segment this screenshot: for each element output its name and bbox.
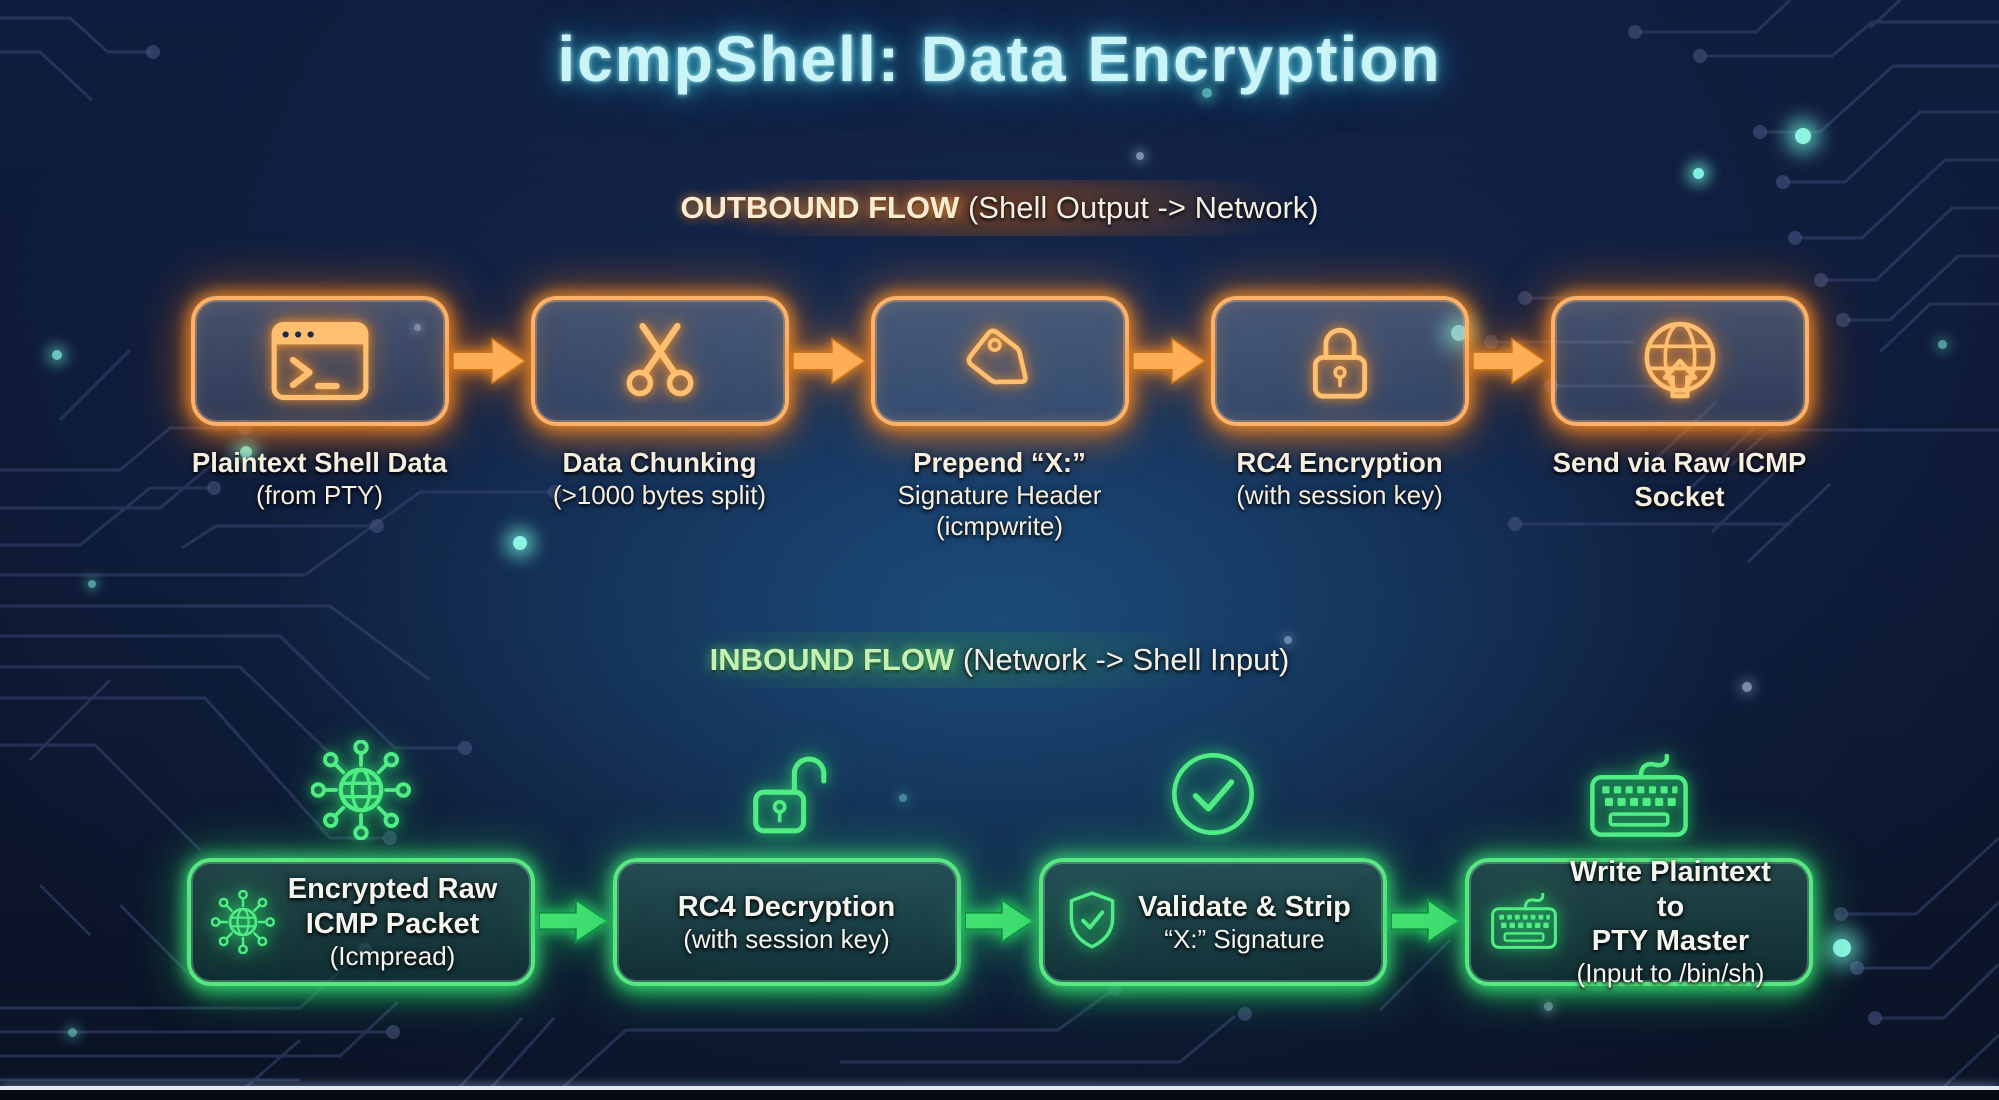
step-data-chunking: Data Chunking (>1000 bytes split): [530, 296, 789, 511]
outbound-flow-label: OUTBOUND FLOW: [680, 190, 960, 225]
glow-dot: [1693, 168, 1704, 179]
keyboard-icon: [1489, 893, 1559, 951]
inbound-flow-label: INBOUND FLOW: [709, 642, 955, 677]
step-rc4-decryption: RC4 Decryption (with session key): [612, 858, 961, 986]
step-encrypted-raw-icmp-packet: Encrypted Raw ICMP Packet (Icmpread): [186, 858, 535, 986]
step-label: Send via Raw ICMP Socket: [1552, 447, 1807, 512]
outbound-flow-header-halo: OUTBOUND FLOW (Shell Output -> Network): [634, 180, 1365, 236]
keyboard-icon: [1587, 754, 1691, 840]
shield-check-icon: [1063, 889, 1121, 955]
inbound-flow-detail: (Network -> Shell Input): [954, 642, 1290, 677]
outbound-flow-header: OUTBOUND FLOW (Shell Output -> Network): [0, 180, 1999, 236]
inbound-row: Encrypted Raw ICMP Packet (Icmpread) RC4…: [0, 856, 1999, 988]
inbound-flow-header: INBOUND FLOW (Network -> Shell Input): [0, 632, 1999, 688]
step-box-send-raw-icmp: [1550, 296, 1809, 426]
step-write-plaintext-pty: Write Plaintext to PTY Master (Input to …: [1464, 856, 1813, 988]
open-padlock-icon: [741, 748, 833, 840]
step-label: Data Chunking (>1000 bytes split): [552, 447, 767, 510]
step-box-prepend-signature: [870, 296, 1129, 426]
step-box-encrypted-raw-icmp-packet: Encrypted Raw ICMP Packet (Icmpread): [186, 858, 535, 986]
step-plaintext-shell-data: Plaintext Shell Data (from PTY): [190, 296, 449, 511]
outbound-row: Plaintext Shell Data (from PTY) Data Chu…: [0, 296, 1999, 543]
glow-dot: [88, 580, 96, 588]
glow-dot: [1136, 152, 1144, 160]
terminal-window-icon: [270, 320, 370, 402]
step-box-rc4-decryption: RC4 Decryption (with session key): [612, 858, 961, 986]
scissors-icon: [616, 317, 704, 405]
flow-arrow-icon: [449, 333, 531, 389]
step-box-rc4-encryption: [1210, 296, 1469, 426]
tag-icon: [955, 316, 1045, 406]
bottom-divider: [0, 1086, 1999, 1090]
step-box-write-plaintext-pty: Write Plaintext to PTY Master (Input to …: [1464, 856, 1813, 988]
network-globe-icon: [311, 740, 411, 840]
glow-dot: [1544, 1002, 1553, 1011]
flow-arrow-icon: [789, 333, 871, 389]
network-globe-icon: [211, 890, 275, 954]
check-circle-icon: [1167, 748, 1259, 840]
page-title: icmpShell: Data Encryption: [557, 23, 1442, 95]
step-box-plaintext-shell-data: [190, 296, 449, 426]
padlock-icon: [1303, 317, 1377, 405]
globe-upload-icon: [1634, 315, 1726, 407]
inbound-flow-header-halo: INBOUND FLOW (Network -> Shell Input): [663, 632, 1336, 688]
outbound-flow-detail: (Shell Output -> Network): [959, 190, 1319, 225]
step-prepend-signature: Prepend “X:” Signature Header (icmpwrite…: [870, 296, 1129, 543]
bottom-strip: [0, 1090, 1999, 1100]
step-rc4-encryption: RC4 Encryption (with session key): [1210, 296, 1469, 511]
glow-dot: [68, 1028, 77, 1037]
flow-arrow-icon: [1469, 333, 1551, 389]
flow-arrow-icon: [535, 894, 613, 948]
step-validate-strip-signature: Validate & Strip “X:” Signature: [1038, 858, 1387, 986]
flow-arrow-icon: [1129, 333, 1211, 389]
step-box-data-chunking: [530, 296, 789, 426]
flow-arrow-icon: [961, 894, 1039, 948]
glow-dot: [899, 794, 907, 802]
flow-arrow-icon: [1387, 894, 1465, 948]
step-label: Prepend “X:” Signature Header (icmpwrite…: [897, 447, 1102, 542]
step-label: Plaintext Shell Data (from PTY): [191, 447, 448, 510]
step-box-validate-strip-signature: Validate & Strip “X:” Signature: [1038, 858, 1387, 986]
glow-dot: [1795, 128, 1811, 144]
step-send-raw-icmp: Send via Raw ICMP Socket: [1550, 296, 1809, 513]
step-label: RC4 Encryption (with session key): [1236, 447, 1443, 510]
